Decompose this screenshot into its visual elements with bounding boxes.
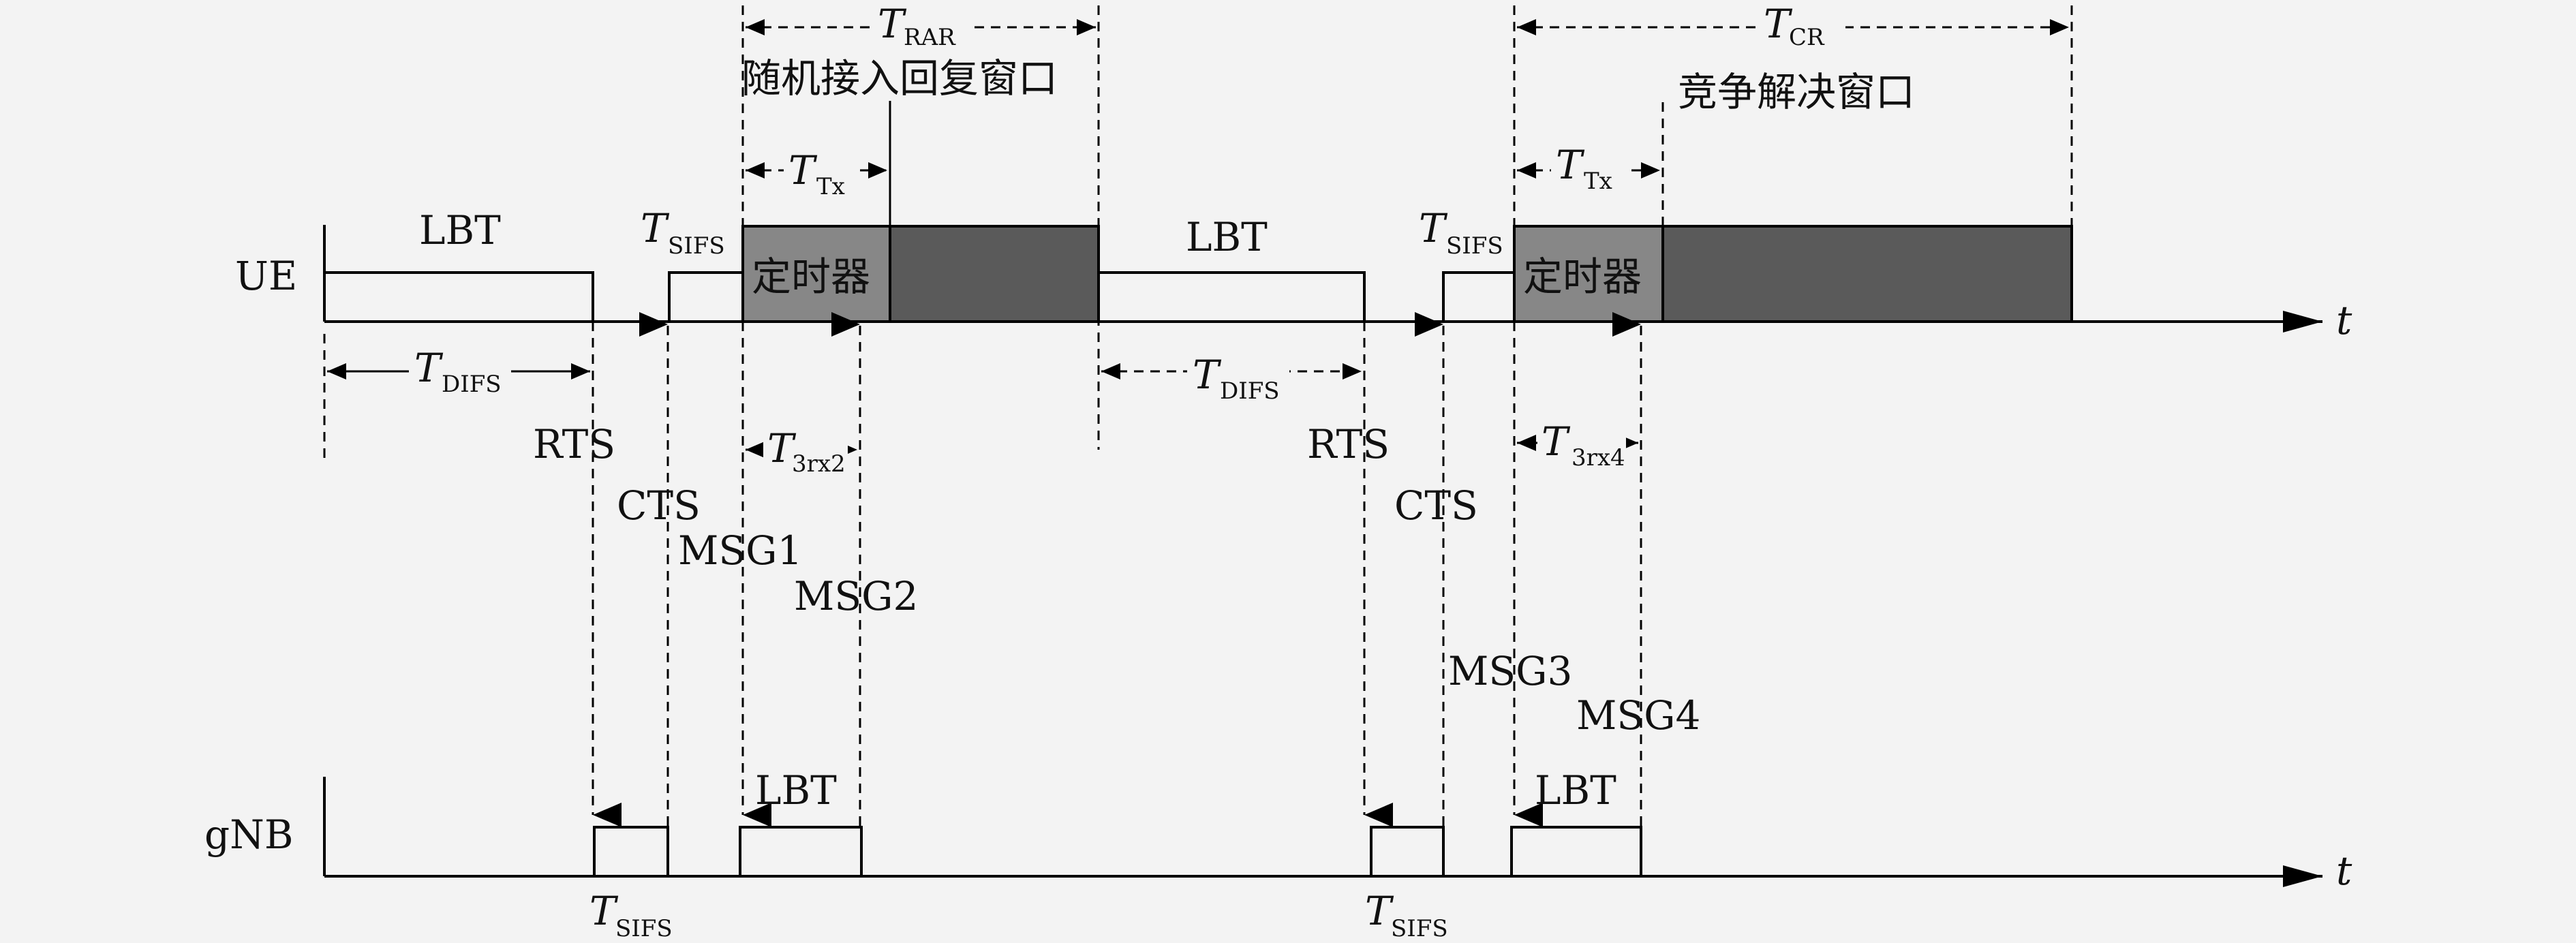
- t-3rx4-label: T: [1542, 418, 1571, 465]
- t-sifs-subscript-gnb-2: SIFS: [1391, 915, 1448, 942]
- t-3rx2-label: T: [767, 425, 797, 472]
- gnb-lbt-label-2: LBT: [1535, 767, 1616, 814]
- rts-label-1: RTS: [533, 421, 615, 467]
- ue-sifs-pulse-2: [1442, 271, 1516, 322]
- reference-dashed-lines: [323, 5, 2073, 463]
- msg2-label: MSG2: [794, 573, 918, 619]
- t-sifs-subscript-ue-2: SIFS: [1446, 232, 1503, 260]
- t-rar-subscript: RAR: [904, 24, 956, 51]
- gnb-lbt-label-1: LBT: [755, 767, 837, 814]
- msg3-label: MSG3: [1448, 648, 1572, 694]
- timer-box-2: [1513, 225, 1664, 323]
- gnb-row-label: gNB: [204, 811, 294, 858]
- t-tx-label-1: T: [788, 147, 818, 194]
- rts-label-2: RTS: [1307, 421, 1390, 467]
- ue-axis-t-label: t: [2336, 297, 2352, 343]
- ue-lbt-label-2: LBT: [1186, 214, 1268, 260]
- ue-row-label: UE: [235, 253, 297, 299]
- t-rar-label: T: [878, 1, 907, 47]
- t-sifs-subscript-ue-1: SIFS: [668, 232, 725, 260]
- gnb-lbt-box-1: [739, 826, 863, 878]
- t-difs-label-1: T: [414, 345, 444, 391]
- t-sifs-label-gnb-1: T: [589, 888, 619, 934]
- ue-sifs-pulse-1: [668, 271, 744, 322]
- msg1-label: MSG1: [678, 527, 802, 574]
- ue-lbt-pulse-1: [323, 225, 594, 322]
- t-cr-subscript: CR: [1789, 24, 1825, 51]
- rar-window-label: 随机接入回复窗口: [741, 55, 1058, 102]
- ue-lbt-label-1: LBT: [419, 207, 501, 253]
- cr-window-box: [1661, 225, 2073, 323]
- t-tx-subscript-2: Tx: [1584, 168, 1612, 195]
- t-cr-label: T: [1764, 1, 1793, 47]
- timer-label-2: 定时器: [1523, 253, 1642, 300]
- rar-window-box: [889, 225, 1100, 323]
- t-sifs-label-gnb-2: T: [1365, 888, 1394, 934]
- gnb-sifs-box-2: [1370, 826, 1445, 878]
- cts-label-1: CTS: [617, 482, 701, 529]
- gnb-sifs-box-1: [593, 826, 669, 878]
- t-difs-subscript-1: DIFS: [442, 371, 502, 398]
- t-difs-subscript-2: DIFS: [1220, 377, 1280, 405]
- t-tx-subscript-1: Tx: [816, 173, 845, 200]
- t-sifs-label-ue-2: T: [1419, 205, 1448, 251]
- cts-label-2: CTS: [1394, 482, 1478, 529]
- t-sifs-subscript-gnb-1: SIFS: [615, 915, 673, 942]
- t-tx-label-2: T: [1556, 142, 1585, 188]
- gnb-axis-t-label: t: [2336, 848, 2352, 894]
- t-sifs-label-ue-1: T: [641, 205, 670, 251]
- cr-window-label: 竞争解决窗口: [1678, 69, 1915, 115]
- timer-box-1: [741, 225, 891, 323]
- timer-label-1: 定时器: [752, 253, 870, 300]
- t-3rx4-subscript: 3rx4: [1571, 444, 1625, 472]
- gnb-lbt-box-2: [1510, 826, 1642, 878]
- msg4-label: MSG4: [1576, 692, 1700, 739]
- t-3rx2-subscript: 3rx2: [792, 450, 846, 478]
- t-difs-label-2: T: [1193, 352, 1222, 398]
- ue-lbt-pulse-2: [1097, 271, 1366, 322]
